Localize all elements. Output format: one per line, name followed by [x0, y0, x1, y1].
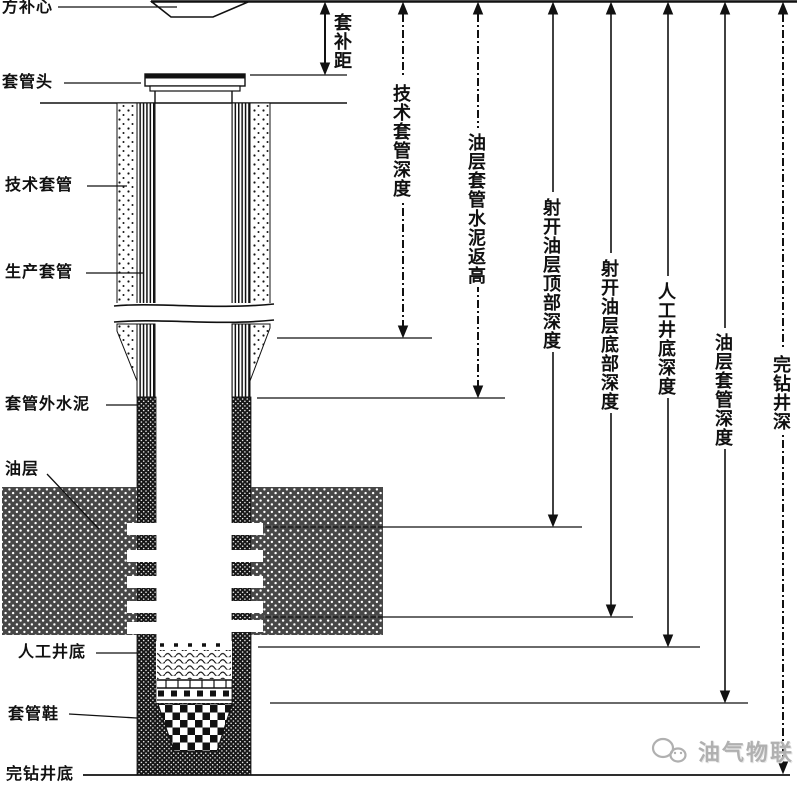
- yuqi-wulian-logo-icon: [651, 737, 687, 763]
- dim-arrow-perforation-top-depth: [547, 1, 559, 528]
- depth-datum-lines: [83, 74, 790, 776]
- dimension-arrows: [319, 1, 789, 775]
- oil-layer: [2, 487, 383, 635]
- label-artificial-bottom: 人工井底: [18, 644, 87, 661]
- perforation-channels: [127, 523, 263, 634]
- label-kelly-bushing: 方补心: [2, 0, 54, 16]
- dim-label-perforation-top-depth: 射开油层顶部深度: [541, 196, 561, 352]
- dim-arrow-perforation-bottom-depth: [605, 1, 617, 618]
- watermark: 油气物联: [650, 735, 794, 767]
- dim-arrow-oil-casing-depth: [719, 1, 731, 704]
- casing-head-flange: [144, 73, 246, 103]
- label-production-casing: 生产套管: [5, 264, 74, 281]
- dim-arrow-cement-return-height: [472, 1, 484, 399]
- pointer-casing-shoe: [68, 713, 138, 719]
- watermark-text: 油气物联: [698, 740, 795, 765]
- dim-label-total-depth: 完钻井深: [771, 353, 791, 433]
- label-pointer-lines: [46, 6, 177, 719]
- dim-arrow-technical-casing-depth: [397, 1, 409, 339]
- label-technical-casing: 技术套管: [5, 177, 74, 194]
- dim-arrow-casing-stickup: [319, 1, 331, 76]
- label-oil-layer: 油层: [5, 461, 40, 478]
- label-casing-head: 套管头: [2, 74, 54, 91]
- bottom-hole-assembly: [156, 641, 233, 752]
- dim-label-casing-stickup: 套补距: [332, 11, 352, 72]
- dim-label-cement-return-height: 油层套管水泥返高: [466, 131, 486, 287]
- dim-arrow-artificial-bottom-depth: [662, 1, 674, 648]
- well-break-band: [113, 303, 275, 324]
- dim-arrow-total-depth: [777, 1, 789, 775]
- label-cement-outside-casing: 套管外水泥: [5, 396, 91, 413]
- dim-label-technical-casing-depth: 技术套管深度: [391, 82, 411, 200]
- wellbore-structure: [2, 0, 797, 776]
- kelly-bushing-bowl: [149, 1, 249, 18]
- dim-label-oil-casing-depth: 油层套管深度: [713, 331, 733, 449]
- label-casing-shoe: 套管鞋: [8, 706, 60, 723]
- dim-label-artificial-bottom-depth: 人工井底深度: [656, 280, 676, 398]
- dim-label-perforation-bottom-depth: 射开油层底部深度: [599, 257, 619, 413]
- casing-taper-section: [116, 323, 271, 398]
- technical-casing-section: [116, 102, 271, 305]
- casing-shoe-plug: [157, 703, 233, 752]
- label-drilled-bottom: 完钻井底: [6, 766, 75, 783]
- pointer-oil-layer: [46, 473, 100, 530]
